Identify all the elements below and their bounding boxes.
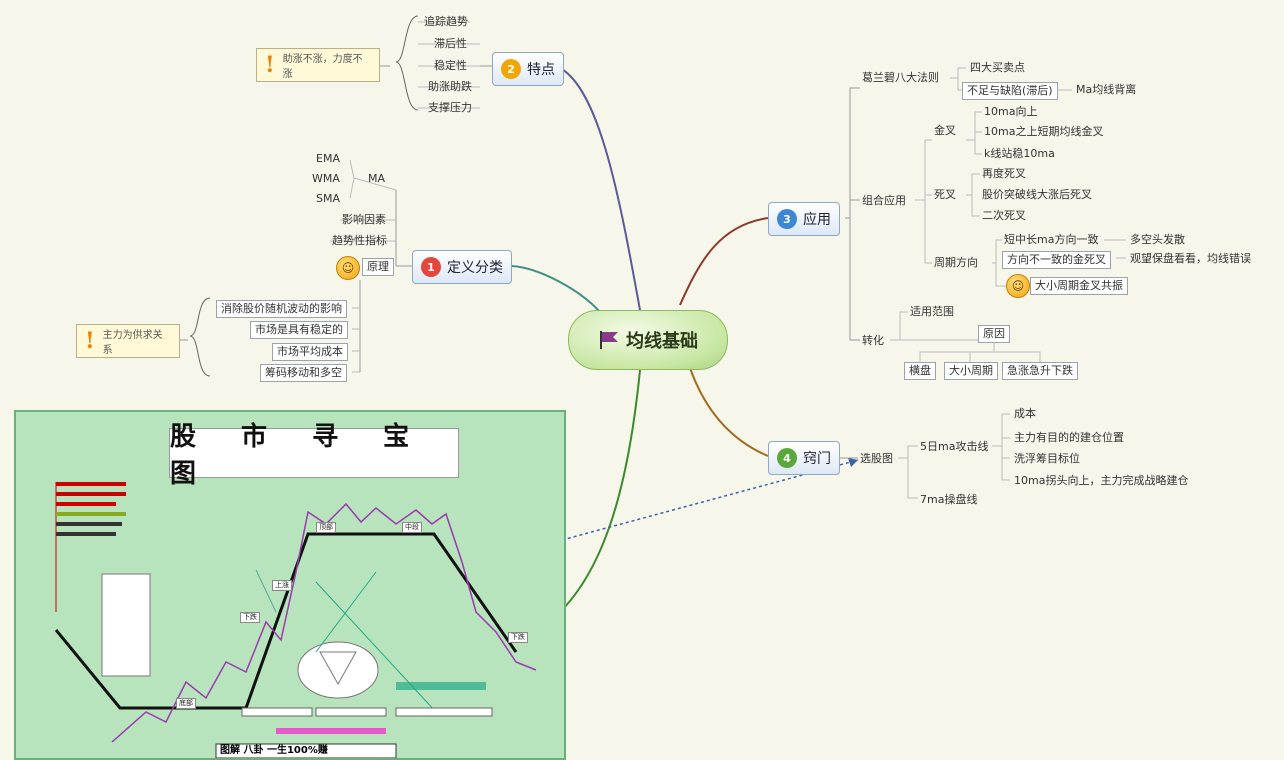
ma-label[interactable]: MA — [368, 172, 386, 185]
definition-factor[interactable]: 影响因素 — [342, 213, 386, 226]
ma-type[interactable]: SMA — [316, 192, 340, 205]
branch-definition[interactable]: 1 定义分类 — [412, 250, 512, 284]
granville-rule[interactable]: 葛兰碧八大法则 — [862, 71, 939, 84]
principle-item[interactable]: 消除股价随机波动的影响 — [216, 300, 347, 318]
features-item[interactable]: 支撑压力 — [428, 101, 472, 114]
features-note[interactable]: ! 助涨不涨，力度不涨 — [256, 48, 380, 82]
branch-application[interactable]: 3 应用 — [768, 202, 840, 236]
branch-application-label: 应用 — [803, 212, 831, 228]
poster-label: 中段 — [402, 522, 422, 533]
granville-item[interactable]: 不足与缺陷(滞后) — [962, 82, 1058, 100]
branch-secret-label: 窍门 — [803, 451, 831, 467]
principle-item[interactable]: 筹码移动和多空 — [260, 364, 347, 382]
secret-method[interactable]: 选股图 — [860, 452, 893, 465]
ma-type[interactable]: EMA — [316, 152, 340, 165]
reason-item[interactable]: 横盘 — [904, 362, 936, 380]
golden-cross-item[interactable]: 10ma向上 — [984, 105, 1038, 118]
dead-cross-item[interactable]: 再度死叉 — [982, 167, 1026, 180]
golden-cross-item[interactable]: 10ma之上短期均线金叉 — [984, 125, 1104, 138]
principle-node[interactable]: 原理 — [362, 258, 394, 276]
features-item[interactable]: 稳定性 — [434, 59, 467, 72]
number-4-icon: 4 — [777, 448, 797, 468]
cycle-subitem[interactable]: 多空头发散 — [1130, 233, 1185, 246]
poster-label: 顶部 — [316, 522, 336, 533]
definition-factor[interactable]: 趋势性指标 — [332, 234, 387, 247]
ma-attack-item[interactable]: 洗浮筹目标位 — [1014, 452, 1080, 465]
cycle-direction[interactable]: 周期方向 — [934, 256, 978, 269]
definition-note[interactable]: ! 主力为供求关系 — [76, 324, 180, 358]
principle-item[interactable]: 市场平均成本 — [272, 343, 348, 361]
exclamation-icon: ! — [265, 52, 275, 78]
stock-treasure-map-image: 股 市 寻 宝 图 下跌 底部 上涨 顶部 中段 下跌 图解 八卦 一生100%… — [14, 410, 566, 760]
number-3-icon: 3 — [777, 209, 797, 229]
granville-extra[interactable]: Ma均线背离 — [1076, 83, 1137, 96]
features-item[interactable]: 滞后性 — [434, 37, 467, 50]
dead-cross-item[interactable]: 二次死叉 — [982, 209, 1026, 222]
poster-label: 底部 — [176, 698, 196, 709]
central-topic[interactable]: 均线基础 — [568, 310, 728, 370]
cycle-item[interactable]: 短中长ma方向一致 — [1004, 233, 1099, 246]
branch-features-label: 特点 — [527, 62, 555, 78]
dead-cross-item[interactable]: 股价突破线大涨后死叉 — [982, 188, 1092, 201]
ma-attack-item[interactable]: 主力有目的的建仓位置 — [1014, 431, 1124, 444]
golden-cross-item[interactable]: k线站稳10ma — [984, 147, 1055, 160]
combo-application[interactable]: 组合应用 — [862, 194, 906, 207]
ma-attack-item[interactable]: 10ma拐头向上，主力完成战略建仓 — [1014, 474, 1189, 487]
features-item[interactable]: 追踪趋势 — [424, 15, 468, 28]
central-topic-label: 均线基础 — [626, 331, 698, 352]
cycle-item[interactable]: 方向不一致的金死叉 — [1002, 251, 1111, 269]
dead-cross[interactable]: 死叉 — [934, 188, 956, 201]
number-1-icon: 1 — [421, 257, 441, 277]
ma-trade-line[interactable]: 7ma操盘线 — [920, 493, 978, 506]
poster-label: 下跌 — [508, 632, 528, 643]
branch-definition-label: 定义分类 — [447, 260, 503, 276]
reason-item[interactable]: 大小周期 — [944, 362, 998, 380]
granville-item[interactable]: 四大买卖点 — [970, 61, 1025, 74]
branch-features[interactable]: 2 特点 — [492, 52, 564, 86]
number-2-icon: 2 — [501, 59, 521, 79]
features-item[interactable]: 助涨助跌 — [428, 80, 472, 93]
exclamation-icon: ! — [85, 328, 95, 354]
conversion[interactable]: 转化 — [862, 334, 884, 347]
ma-attack-line[interactable]: 5日ma攻击线 — [920, 440, 989, 453]
ma-type[interactable]: WMA — [312, 172, 340, 185]
smiley-icon: ☺ — [1006, 274, 1030, 298]
cycle-subitem[interactable]: 观望保盘看看，均线错误 — [1130, 252, 1251, 265]
branch-secret[interactable]: 4 窍门 — [768, 441, 840, 475]
reason-item[interactable]: 急涨急升下跌 — [1002, 362, 1078, 380]
reason-node[interactable]: 原因 — [978, 325, 1010, 343]
cycle-item[interactable]: 大小周期金叉共振 — [1030, 277, 1128, 295]
poster-chart — [54, 482, 537, 758]
poster-caption: 图解 八卦 一生100%赚 — [220, 745, 328, 756]
ma-attack-item[interactable]: 成本 — [1014, 407, 1036, 420]
smiley-icon: ☺ — [336, 256, 360, 280]
flag-icon — [598, 330, 620, 350]
definition-note-text: 主力为供求关系 — [102, 330, 163, 356]
conversion-scope[interactable]: 适用范围 — [910, 305, 954, 318]
poster-label: 上涨 — [272, 580, 292, 591]
golden-cross[interactable]: 金叉 — [934, 124, 956, 137]
features-note-text: 助涨不涨，力度不涨 — [282, 54, 363, 80]
principle-item[interactable]: 市场是具有稳定的 — [250, 321, 348, 339]
poster-label: 下跌 — [240, 612, 260, 623]
